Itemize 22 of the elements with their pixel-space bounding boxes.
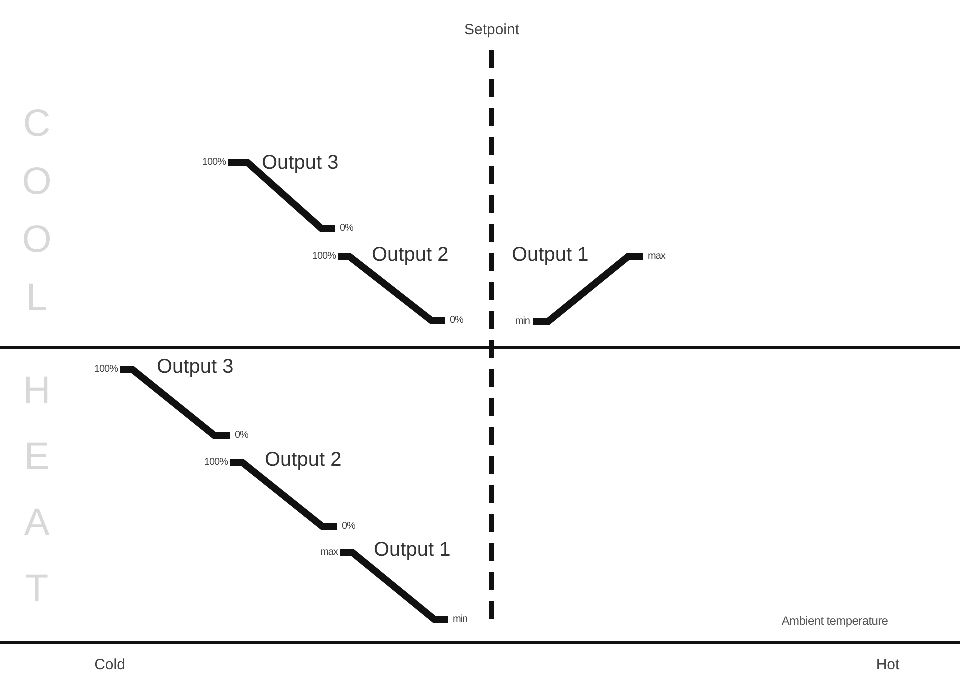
value-label: max <box>320 548 338 558</box>
value-label: 100% <box>204 458 228 468</box>
output-label: Output 1 <box>512 245 589 265</box>
value-label: 100% <box>202 158 226 168</box>
value-label: max <box>648 252 666 262</box>
value-label: 0% <box>342 522 356 532</box>
value-label: 100% <box>94 365 118 375</box>
value-label: 0% <box>340 224 354 234</box>
value-label: 0% <box>235 431 248 441</box>
value-label: min <box>515 317 530 327</box>
output-label: Output 2 <box>265 450 342 470</box>
value-label: 100% <box>312 252 336 262</box>
output-label: Output 3 <box>157 357 234 377</box>
axis-label: Cold <box>94 658 126 672</box>
value-label: 0% <box>450 316 464 326</box>
axis-label: Hot <box>876 658 900 672</box>
axis-label: Ambient temperature <box>782 615 888 627</box>
output-label: Output 2 <box>372 245 449 265</box>
output-label: Output 3 <box>262 153 339 173</box>
value-label: min <box>453 615 468 625</box>
output-label: Output 1 <box>374 540 451 560</box>
axis-label: Setpoint <box>464 22 520 38</box>
